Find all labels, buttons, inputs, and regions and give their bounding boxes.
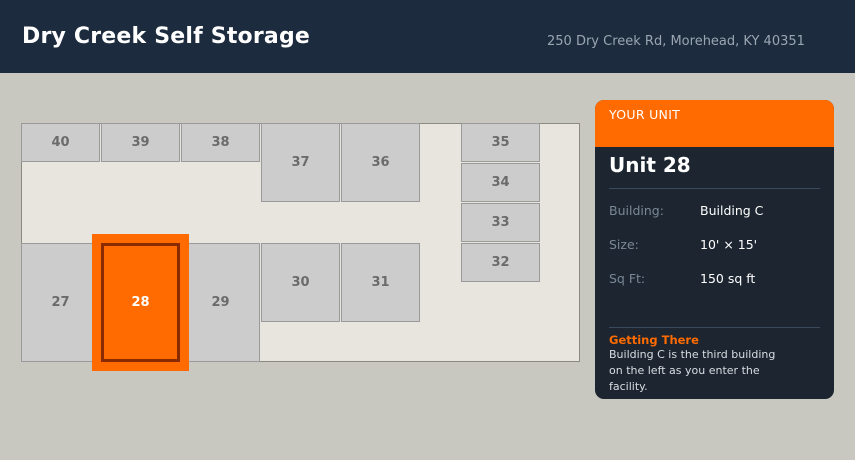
unit-33[interactable]: 33: [461, 203, 540, 242]
unit-40[interactable]: 40: [21, 123, 100, 162]
unit-32[interactable]: 32: [461, 243, 540, 282]
unit-38[interactable]: 38: [181, 123, 260, 162]
unit-36[interactable]: 36: [341, 123, 420, 202]
unit-28-selected[interactable]: 28: [101, 243, 180, 362]
unit-39[interactable]: 39: [101, 123, 180, 162]
directions-title: Getting There: [609, 333, 699, 347]
header: Dry Creek Self Storage 250 Dry Creek Rd,…: [0, 0, 855, 73]
facility-title: Dry Creek Self Storage: [22, 24, 311, 49]
unit-info-panel: YOUR UNIT Unit 28 Building: Building C S…: [595, 100, 834, 399]
facility-address: 250 Dry Creek Rd, Morehead, KY 40351: [547, 34, 805, 49]
unit-30[interactable]: 30: [261, 243, 340, 322]
detail-value: Building C: [700, 202, 764, 218]
detail-key: Building:: [609, 202, 664, 218]
unit-31[interactable]: 31: [341, 243, 420, 322]
unit-27[interactable]: 27: [21, 243, 100, 362]
directions-text: Building C is the third building on the …: [609, 348, 776, 393]
unit-name: Unit 28: [609, 153, 820, 189]
unit-35[interactable]: 35: [461, 123, 540, 162]
detail-value: 150 sq ft: [700, 270, 756, 286]
detail-value: 10' × 15': [700, 236, 758, 252]
detail-key: Size:: [609, 236, 639, 252]
unit-29[interactable]: 29: [181, 243, 260, 362]
detail-row-sqft: Sq Ft: 150 sq ft: [609, 261, 820, 295]
detail-row-size: Size: 10' × 15': [609, 227, 820, 261]
detail-row-building: Building: Building C: [609, 193, 820, 227]
panel-header: YOUR UNIT: [595, 100, 834, 147]
detail-key: Sq Ft:: [609, 270, 646, 286]
unit-34[interactable]: 34: [461, 163, 540, 202]
panel-label: YOUR UNIT: [609, 107, 681, 122]
unit-37[interactable]: 37: [261, 123, 340, 202]
